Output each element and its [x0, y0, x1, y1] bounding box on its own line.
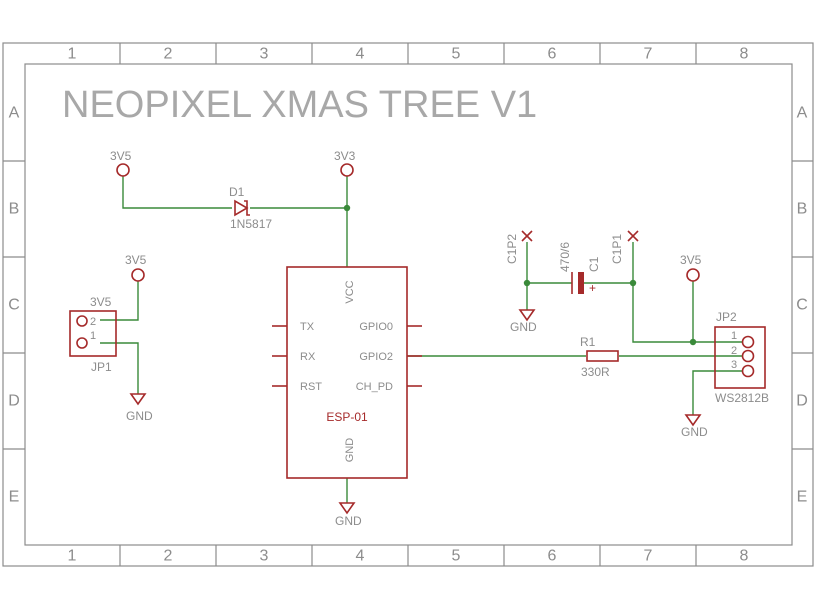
row-label: D: [796, 393, 808, 410]
col-label: 6: [548, 548, 557, 565]
col-label: 6: [548, 46, 557, 63]
col-label: 3: [260, 548, 269, 565]
column-labels-top: 1 2 3 4 5 6 7 8: [68, 46, 749, 63]
row-labels-left: A B C D E: [8, 105, 20, 506]
diode-d1: D1 1N5817: [229, 185, 272, 231]
col-label: 5: [452, 548, 461, 565]
esp-pin-rx: RX: [300, 351, 316, 363]
capacitor-value: 470/6: [558, 242, 572, 272]
junction-dot: [343, 204, 351, 212]
row-labels-right: A B C D E: [796, 105, 808, 506]
resistor-value: 330R: [581, 365, 610, 379]
col-label: 4: [356, 46, 365, 63]
col-label: 3: [260, 46, 269, 63]
col-label: 7: [644, 46, 653, 63]
jp2-pin-1: 1: [731, 330, 737, 342]
jp1-pin-2: 2: [90, 316, 96, 328]
module-esp01: VCC GND TX RX RST GPIO0 GPIO2 CH_PD ESP-…: [272, 266, 422, 479]
ground-label: GND: [335, 514, 362, 528]
capacitor-plus: +: [589, 281, 596, 295]
esp-pin-gnd: GND: [344, 438, 356, 463]
wires: [100, 176, 742, 503]
esp-pin-ch-pd: CH_PD: [356, 381, 393, 393]
col-label: 2: [164, 548, 173, 565]
capacitor-name: C1: [587, 256, 601, 272]
col-label: 8: [740, 46, 749, 63]
jp2-name: JP2: [716, 310, 737, 324]
supply-3v5-top: 3V5: [110, 149, 132, 177]
row-label: A: [9, 105, 20, 122]
pad-c1p1-label: C1P1: [610, 234, 624, 264]
row-label: D: [8, 393, 20, 410]
supply-3v3-top: 3V3: [334, 149, 356, 177]
supply-label: 3V5: [680, 253, 702, 267]
esp-pin-vcc: VCC: [344, 280, 356, 303]
column-labels-bottom: 1 2 3 4 5 6 7 8: [68, 548, 749, 565]
ground-label: GND: [681, 425, 708, 439]
jp1-supply-label: 3V5: [90, 295, 112, 309]
row-label: A: [797, 105, 808, 122]
row-dividers: [3, 160, 813, 450]
ground-jp2: GND: [681, 414, 708, 439]
ground-label: GND: [126, 409, 153, 423]
connector-jp2: JP2 1 2 3 WS2812B: [714, 310, 769, 405]
supply-label: 3V5: [125, 253, 147, 267]
col-label: 1: [68, 46, 77, 63]
jp1-name: JP1: [91, 360, 112, 374]
schematic-title: NEOPIXEL XMAS TREE V1: [62, 84, 537, 126]
jp2-value: WS2812B: [715, 391, 769, 405]
esp-pin-gpio2: GPIO2: [359, 351, 393, 363]
row-label: B: [797, 201, 808, 218]
resistor-r1: R1 330R: [580, 335, 619, 379]
connector-jp1: 3V5 2 1 JP1: [69, 295, 117, 374]
col-label: 5: [452, 46, 461, 63]
junction-dot: [523, 279, 531, 287]
esp-pin-gpio0: GPIO0: [359, 321, 393, 333]
supply-label: 3V5: [110, 149, 132, 163]
ground-label: GND: [510, 320, 537, 334]
pad-c1p2-marker: [521, 230, 533, 242]
jp2-pin-3: 3: [731, 359, 737, 371]
pad-c1p1-marker: [627, 230, 639, 242]
junction-dot: [629, 279, 637, 287]
supply-label: 3V3: [334, 149, 356, 163]
row-label: C: [8, 297, 20, 314]
row-label: E: [797, 489, 808, 506]
inner-frame: [24, 63, 793, 546]
diode-name: D1: [229, 185, 245, 199]
col-label: 1: [68, 548, 77, 565]
column-dividers: [119, 43, 697, 566]
row-label: C: [796, 297, 808, 314]
row-label: B: [9, 201, 20, 218]
supply-3v5-jp2: 3V5: [680, 253, 702, 282]
jp1-pin-1: 1: [90, 330, 96, 342]
junction-dot: [689, 338, 697, 346]
esp-pin-rst: RST: [300, 381, 322, 393]
ground-esp: GND: [335, 502, 362, 528]
pad-c1p2-label: C1P2: [505, 234, 519, 264]
esp-name: ESP-01: [326, 410, 368, 424]
row-label: E: [9, 489, 20, 506]
ground-jp1: GND: [126, 393, 153, 423]
col-label: 8: [740, 548, 749, 565]
supply-3v5-jp1: 3V5: [125, 253, 147, 282]
col-label: 4: [356, 548, 365, 565]
col-label: 2: [164, 46, 173, 63]
col-label: 7: [644, 548, 653, 565]
jp2-pin-2: 2: [731, 345, 737, 357]
ground-cap: GND: [510, 309, 537, 334]
esp-pin-tx: TX: [300, 321, 315, 333]
resistor-name: R1: [580, 335, 596, 349]
capacitor-c1: + 470/6 C1 C1P2 C1P1: [505, 230, 639, 295]
diode-value: 1N5817: [230, 217, 272, 231]
